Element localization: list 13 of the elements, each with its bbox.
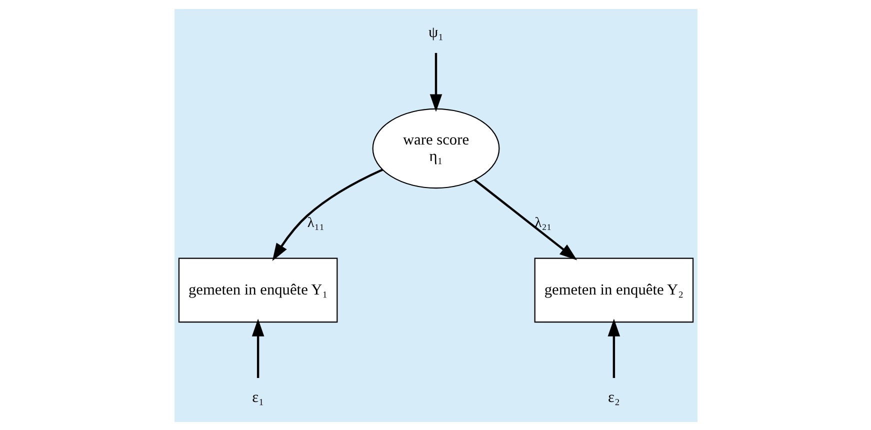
node-box: gemeten in enquête Y₂ xyxy=(534,257,694,322)
node-ellipse: ware score η₁ xyxy=(372,108,500,188)
edge-label: λ₂₁ xyxy=(534,214,552,230)
arrow xyxy=(429,52,442,112)
node-text: ε₂ xyxy=(608,388,620,406)
arrow xyxy=(272,168,382,260)
arrow xyxy=(607,318,620,378)
edge-label: λ₁₁ xyxy=(306,214,324,230)
node-text: ε₁ xyxy=(252,388,264,406)
node-box: gemeten in enquête Y₁ xyxy=(178,257,338,322)
arrow xyxy=(473,178,577,260)
node-text: ψ₁ xyxy=(428,24,443,41)
arrow xyxy=(251,318,264,378)
